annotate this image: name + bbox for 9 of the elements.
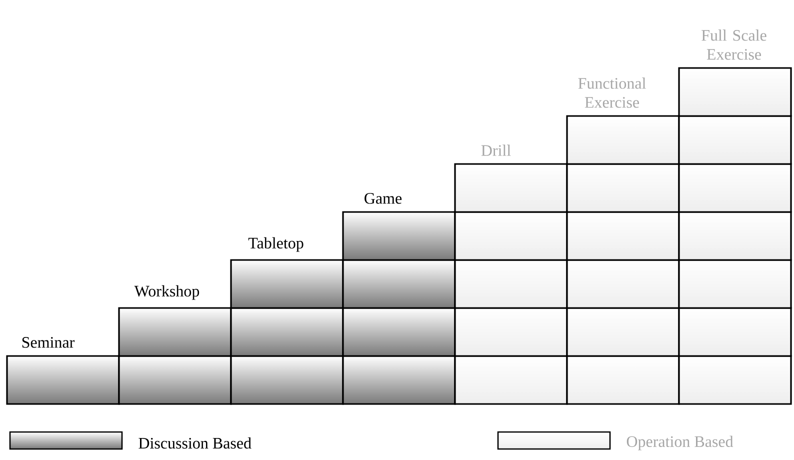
column-label: Full Scale Exercise — [702, 30, 766, 60]
legend-label: Discussion Based — [138, 437, 252, 449]
legend-label: Operation Based — [626, 436, 734, 450]
column-label: Game — [364, 193, 402, 204]
column-label: Workshop — [134, 285, 200, 300]
column-label: Drill — [481, 144, 511, 156]
column-label: Tabletop — [248, 237, 304, 252]
column-label: Functional Exercise — [578, 78, 646, 108]
column-label: Seminar — [22, 337, 75, 348]
